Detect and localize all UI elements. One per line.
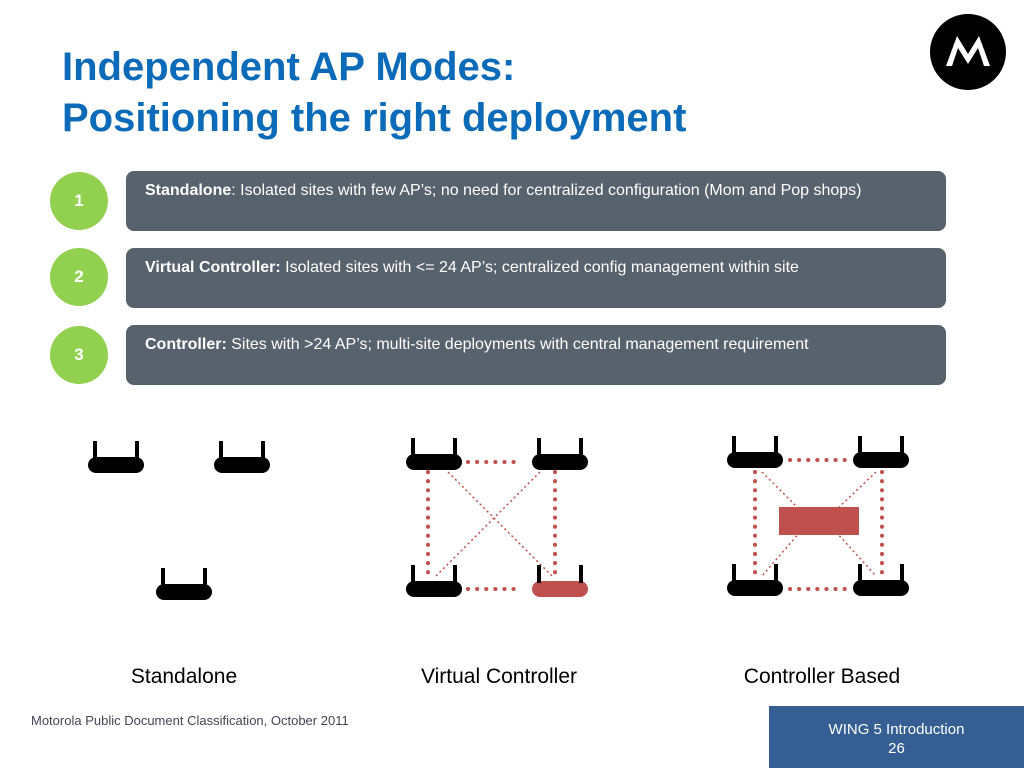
virtual-controller-ap-icon xyxy=(532,565,588,597)
row-number-2: 2 xyxy=(50,248,108,306)
virtual-controller-diagram xyxy=(406,438,588,597)
row-text: : Isolated sites with few AP’s; no need … xyxy=(231,182,862,199)
row-standalone: Standalone: Isolated sites with few AP’s… xyxy=(126,171,946,231)
access-point-icon xyxy=(727,564,783,596)
access-point-icon xyxy=(727,436,783,468)
row-text: Sites with >24 AP’s; multi-site deployme… xyxy=(226,336,809,353)
title-line-1: Independent AP Modes: xyxy=(62,45,516,89)
access-point-icon xyxy=(156,568,212,600)
motorola-logo-icon xyxy=(930,14,1006,90)
row-virtual-controller: Virtual Controller: Isolated sites with … xyxy=(126,248,946,308)
access-point-icon xyxy=(853,564,909,596)
standalone-diagram xyxy=(88,441,270,600)
row-text: Isolated sites with <= 24 AP’s; centrali… xyxy=(280,259,799,276)
access-point-icon xyxy=(532,438,588,470)
page-title: Independent AP Modes: Positioning the ri… xyxy=(62,42,686,144)
row-label: Controller: xyxy=(145,336,227,353)
access-point-icon xyxy=(853,436,909,468)
access-point-icon xyxy=(214,441,270,473)
row-number-3: 3 xyxy=(50,326,108,384)
deployment-diagrams xyxy=(88,436,909,600)
slide-number: 26 xyxy=(888,740,905,757)
footer-deck-title: WING 5 Introduction xyxy=(828,721,965,738)
caption-standalone: Standalone xyxy=(130,665,238,688)
title-line-2: Positioning the right deployment xyxy=(62,96,687,140)
access-point-icon xyxy=(406,438,462,470)
row-label: Virtual Controller: xyxy=(145,259,281,276)
access-point-icon xyxy=(88,441,144,473)
row-controller: Controller: Sites with >24 AP’s; multi-s… xyxy=(126,325,946,385)
controller-icon xyxy=(779,507,859,535)
caption-controller-based: Controller Based xyxy=(743,665,901,688)
controller-based-diagram xyxy=(727,436,909,596)
access-point-icon xyxy=(406,565,462,597)
row-label: Standalone xyxy=(145,182,232,199)
row-number-1: 1 xyxy=(50,172,108,230)
footer-classification: Motorola Public Document Classification,… xyxy=(31,713,349,728)
footer-slide-info: WING 5 Introduction 26 xyxy=(769,706,1024,768)
caption-virtual-controller: Virtual Controller xyxy=(420,665,577,688)
